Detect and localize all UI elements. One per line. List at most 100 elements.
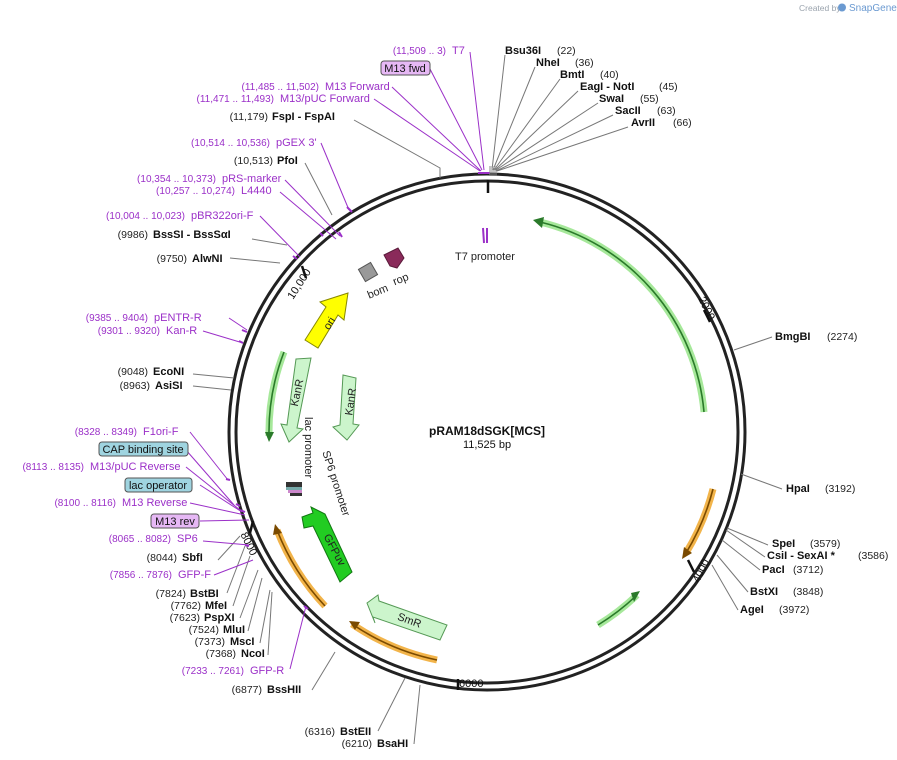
primer-range: (8065 .. 8082) (109, 534, 171, 545)
feature-arc-upper-right[interactable] (533, 217, 708, 413)
feature-label: bom (366, 282, 390, 301)
boxed-label-text: CAP binding site (102, 444, 183, 456)
enzyme-name[interactable]: MluI (223, 624, 245, 636)
primer-leader-lines (185, 51, 485, 670)
feature-label: KanR (343, 387, 359, 416)
primer-name[interactable]: GFP-R (250, 665, 284, 677)
enzyme-name[interactable]: Bsu36I (505, 45, 541, 57)
enzyme-name[interactable]: AsiSI (155, 380, 183, 392)
boxed-label-m13-fwd[interactable]: M13 fwd (380, 60, 431, 76)
feature-lac-promoter[interactable]: lac promoter (302, 417, 314, 478)
primer-range: (11,509 .. 3) (393, 46, 446, 57)
feature-arc-right-orange[interactable] (682, 488, 717, 559)
enzyme-name[interactable]: HpaI (786, 483, 810, 495)
primer-name[interactable]: T7 (452, 45, 465, 57)
enzyme-name[interactable]: PfoI (277, 155, 298, 167)
feature-ori[interactable]: ori (304, 292, 349, 349)
enzyme-position: (6877) (232, 684, 262, 696)
feature-small-site-cluster[interactable] (286, 482, 302, 496)
enzyme-name[interactable]: MscI (230, 636, 254, 648)
enzyme-position: (9048) (118, 366, 148, 378)
enzyme-name[interactable]: SpeI (772, 538, 795, 550)
enzyme-name[interactable]: SacII (615, 105, 641, 117)
enzyme-name[interactable]: NcoI (241, 648, 265, 660)
feature-label: SP6 promoter (319, 449, 351, 518)
feature-sp6-promoter[interactable]: SP6 promoter (319, 449, 351, 518)
primer-name[interactable]: M13/pUC Reverse (90, 461, 180, 473)
primer-range: (7856 .. 7876) (110, 570, 172, 581)
feature-arc-bottom-orange[interactable] (349, 621, 438, 664)
enzyme-position: (55) (640, 93, 659, 105)
primer-name[interactable]: pGEX 3' (276, 137, 317, 149)
enzyme-name[interactable]: EcoNI (153, 366, 184, 378)
primer-range: (11,471 .. 11,493) (197, 94, 274, 105)
credit-prefix: Created by (799, 3, 841, 13)
enzyme-labels-right: Bsu36I (22) NheI (36) BmtI (40) EagI - N… (505, 45, 888, 616)
primer-name[interactable]: M13 Reverse (122, 497, 187, 509)
enzyme-name[interactable]: BstBI (190, 588, 219, 600)
feature-gfpuv[interactable]: GFPuv (301, 506, 353, 583)
feature-label: ori (322, 315, 339, 332)
enzyme-name[interactable]: BmgBI (775, 331, 810, 343)
enzyme-name[interactable]: BstEII (340, 726, 371, 738)
primer-name[interactable]: M13 Forward (325, 81, 390, 93)
primer-range: (11,485 .. 11,502) (242, 82, 319, 93)
enzyme-name[interactable]: AlwNI (192, 253, 223, 265)
feature-kanr-outer[interactable]: KanR (280, 357, 312, 443)
enzyme-position: (7623) (170, 612, 200, 624)
feature-kanr-inner[interactable]: KanR (332, 374, 360, 441)
primer-name[interactable]: L4440 (241, 185, 272, 197)
primer-name[interactable]: pRS-marker (222, 173, 282, 185)
enzyme-name[interactable]: EagI - NotI (580, 81, 634, 93)
enzyme-name[interactable]: MfeI (205, 600, 227, 612)
feature-t7-promoter[interactable]: T7 promoter (455, 227, 515, 263)
enzyme-position: (3586) (858, 550, 888, 562)
boxed-label-cap-binding-site[interactable]: CAP binding site (98, 441, 189, 457)
feature-smr[interactable]: SmR (366, 594, 448, 641)
enzyme-name[interactable]: BsaHI (377, 738, 408, 750)
boxed-label-lac-operator[interactable]: lac operator (124, 477, 193, 493)
enzyme-position: (9986) (118, 229, 148, 241)
primer-name[interactable]: pBR322ori-F (191, 210, 254, 222)
enzyme-position: (7524) (189, 624, 219, 636)
enzyme-name[interactable]: NheI (536, 57, 560, 69)
enzyme-name[interactable]: BssHII (267, 684, 301, 696)
enzyme-name[interactable]: CsiI - SexAI * (767, 550, 836, 562)
feature-arc-left-orange[interactable] (273, 524, 328, 609)
enzyme-name[interactable]: BssSI - BssSαI (153, 229, 231, 241)
primer-name[interactable]: F1ori-F (143, 426, 179, 438)
feature-arc-lower-right[interactable] (596, 591, 640, 628)
arrow-head-icon (273, 524, 282, 535)
enzyme-name[interactable]: SwaI (599, 93, 624, 105)
enzyme-name[interactable]: FspI - FspAI (272, 111, 335, 123)
enzyme-name[interactable]: PacI (762, 564, 785, 576)
boxed-label-m13-rev[interactable]: M13 rev (150, 513, 200, 529)
arrow-head-icon (349, 621, 360, 630)
boxed-label-text: M13 fwd (384, 63, 426, 75)
arrow-head-icon (265, 432, 274, 442)
enzyme-name[interactable]: PspXI (204, 612, 235, 624)
primer-name[interactable]: M13/pUC Forward (280, 93, 370, 105)
primer-name[interactable]: Kan-R (166, 325, 197, 337)
primer-name[interactable]: GFP-F (178, 569, 211, 581)
feature-bom[interactable]: bom (357, 261, 390, 301)
enzyme-position: (6316) (305, 726, 335, 738)
feature-arc-left-green[interactable] (265, 350, 288, 442)
enzyme-position: (8044) (147, 552, 177, 564)
enzyme-position: (7368) (206, 648, 236, 660)
enzyme-position: (7824) (156, 588, 186, 600)
enzyme-position: (63) (657, 105, 676, 117)
primer-name[interactable]: SP6 (177, 533, 198, 545)
plasmid-name: pRAM18dSGK[MCS] (429, 424, 545, 438)
enzyme-name[interactable]: AgeI (740, 604, 764, 616)
primer-range: (10,004 .. 10,023) (106, 211, 185, 222)
tick-label: 6000 (459, 678, 483, 690)
enzyme-name[interactable]: BmtI (560, 69, 584, 81)
enzyme-name[interactable]: AvrII (631, 117, 655, 129)
feature-rop[interactable]: rop (383, 247, 411, 288)
primer-name[interactable]: pENTR-R (154, 312, 202, 324)
enzyme-name[interactable]: BstXI (750, 586, 778, 598)
arrow-head-icon (533, 217, 544, 228)
enzyme-name[interactable]: SbfI (182, 552, 203, 564)
